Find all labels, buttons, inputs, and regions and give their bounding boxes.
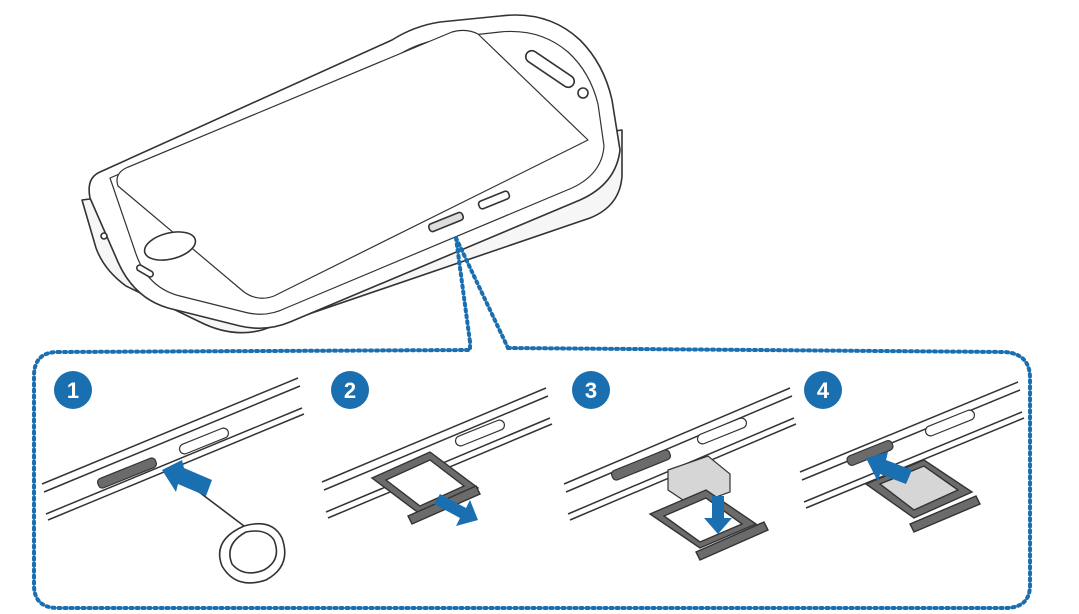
- insert-arrow-icon: [162, 460, 212, 496]
- step-3-number: 3: [585, 378, 597, 403]
- step-2-panel: 2: [321, 371, 553, 526]
- step-2-badge: 2: [331, 371, 369, 409]
- earpiece: [524, 49, 576, 89]
- step-4-side-key: [924, 409, 976, 437]
- step-1-badge: 1: [54, 371, 92, 409]
- step-3-tray-slot: [610, 449, 672, 481]
- front-camera: [577, 87, 589, 99]
- step-1-tray-slot: [96, 457, 158, 489]
- step-3-sim-tray: [648, 489, 769, 561]
- phone-screen: [116, 29, 589, 299]
- step-4-number: 4: [817, 378, 830, 403]
- step-1-number: 1: [67, 378, 79, 403]
- phone-side-key: [477, 190, 511, 210]
- step-3-phone-edge: [563, 387, 797, 521]
- detail-frame: [32, 340, 1032, 610]
- phone-mic-hole: [100, 232, 108, 240]
- step-1-panel: 1: [41, 371, 305, 584]
- phone-bottom-port: [136, 264, 154, 278]
- step-3-side-key: [696, 417, 748, 445]
- sim-card-icon: [667, 455, 731, 507]
- smartphone-illustration: [81, 14, 623, 334]
- step-1-side-key: [178, 427, 230, 455]
- callout-connector: [454, 236, 510, 350]
- step-3-panel: 3: [563, 371, 797, 561]
- step-4-badge: 4: [804, 371, 842, 409]
- place-down-arrow-icon: [704, 496, 732, 534]
- push-in-arrow-icon: [866, 452, 912, 484]
- home-button: [143, 231, 197, 261]
- phone-sim-slot: [427, 211, 465, 233]
- step-4-panel: 4: [799, 371, 1025, 533]
- step-2-number: 2: [344, 378, 356, 403]
- pull-out-arrow-icon: [434, 494, 478, 526]
- step-3-badge: 3: [572, 371, 610, 409]
- step-2-side-key: [454, 419, 506, 447]
- step-2-sim-tray: [370, 451, 481, 525]
